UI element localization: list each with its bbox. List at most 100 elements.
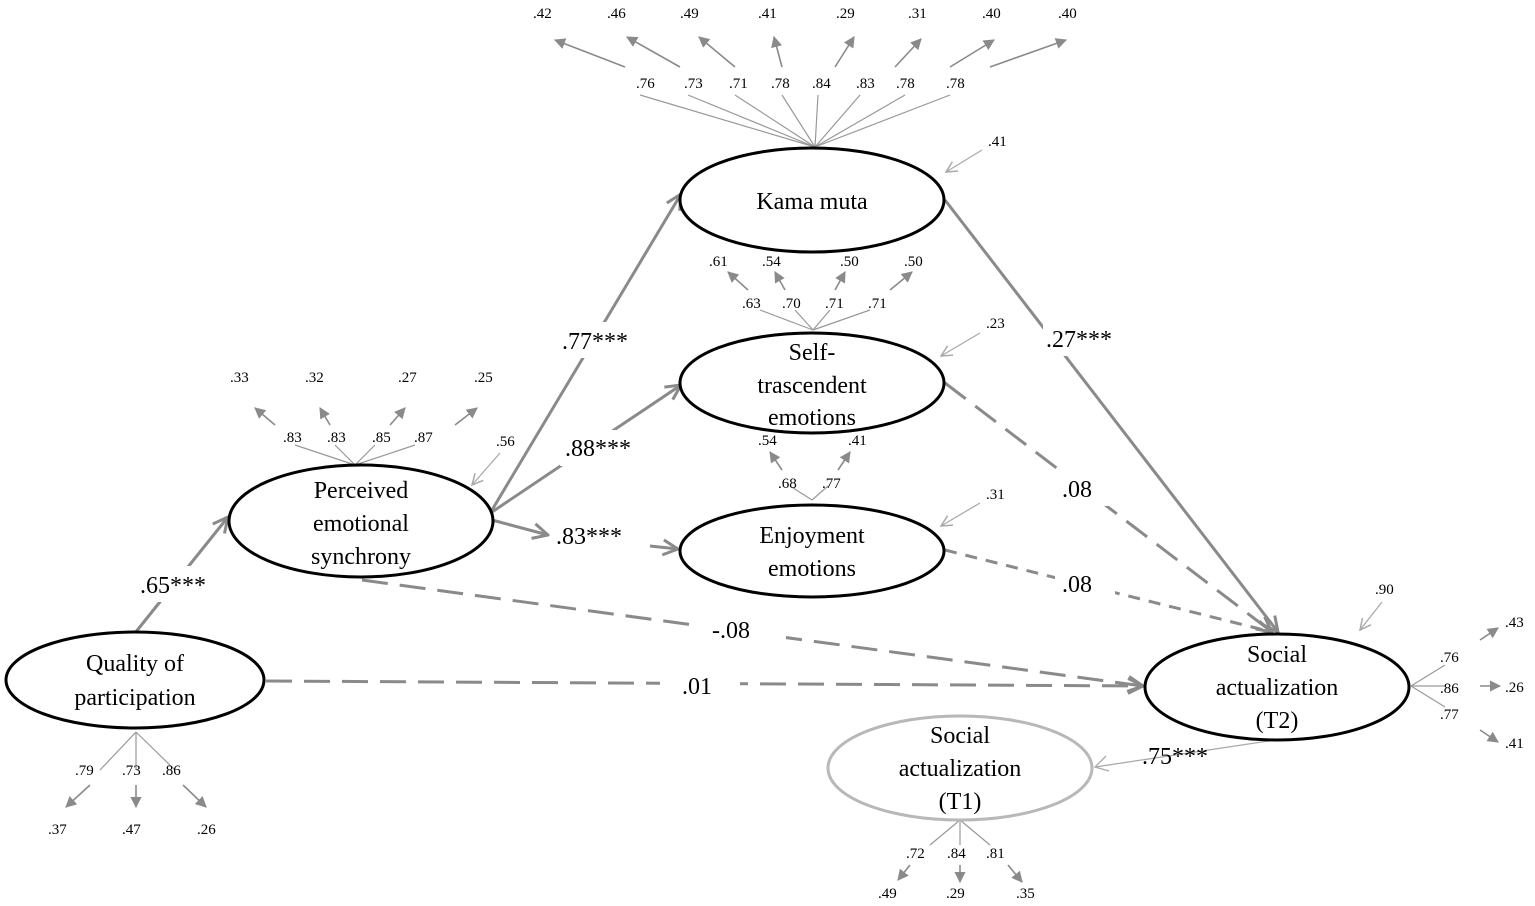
kama-indicator-line-5 — [814, 94, 819, 148]
quality-error-arrow-1 — [65, 784, 91, 808]
node-enjoy-label-1: Enjoyment — [759, 523, 865, 549]
perceived-loading-3: .85 — [372, 430, 391, 446]
residual-arrow-self — [941, 332, 981, 356]
quality-loading-3: .86 — [162, 763, 181, 779]
enjoy-loading-1: .68 — [778, 476, 797, 492]
enjoy-indicator-line-1 — [789, 485, 813, 501]
coef-sat1-sat2: .75*** — [1142, 744, 1208, 770]
self-error-arrow-4 — [889, 271, 913, 291]
sat2-error-arrow-1 — [1479, 627, 1499, 641]
kama-indicator-line-1 — [639, 94, 816, 148]
kama-loading-5: .84 — [812, 76, 831, 92]
label-bg-perceived-sat2 — [690, 612, 786, 646]
node-self-label-2: trascendent — [757, 373, 867, 399]
kama-error-7: .40 — [982, 6, 1001, 22]
path-perceived-to-enjoy — [491, 518, 548, 535]
kama-loading-2: .73 — [684, 76, 703, 92]
quality-error-arrow-3 — [182, 784, 207, 808]
kama-indicator-line-2 — [687, 94, 816, 148]
sat2-error-arrow-3 — [1479, 729, 1499, 743]
node-quality-participation: Quality of participation — [4, 630, 266, 730]
label-bg-quality-sat2 — [660, 668, 740, 702]
enjoy-loading-2: .77 — [822, 476, 841, 492]
residual-perceived: .56 — [496, 434, 515, 450]
node-sat1-label-1: Social — [930, 723, 990, 749]
sat2-error-2: .26 — [1505, 680, 1524, 696]
kama-loading-7: .78 — [896, 76, 915, 92]
node-social-actualization-t1: Social actualization (T1) — [826, 714, 1094, 822]
kama-error-arrow-2 — [626, 36, 681, 68]
sat1-indicator-line-1 — [929, 819, 961, 846]
node-perceived-synchrony: Perceived emotional synchrony — [227, 463, 495, 579]
node-enjoyment: Enjoyment emotions — [678, 503, 946, 599]
self-loading-4: .71 — [868, 296, 887, 312]
enjoy-error-arrow-2 — [837, 451, 851, 471]
self-error-1: .61 — [709, 254, 728, 270]
kama-error-arrow-8 — [989, 38, 1068, 68]
kama-error-arrow-1 — [553, 38, 626, 68]
node-kama-muta: Kama muta — [678, 146, 946, 254]
kama-error-arrow-6 — [894, 38, 922, 68]
label-bg-perceived-kama — [560, 322, 646, 358]
perceived-loading-2: .83 — [327, 430, 346, 446]
path-kama-to-sat2 — [943, 199, 1278, 632]
residual-arrow-perceived — [472, 452, 501, 485]
perceived-indicator-line-1 — [294, 444, 356, 466]
path-self-to-sat2 — [944, 381, 1272, 632]
node-enjoy-label-2: emotions — [768, 556, 856, 582]
quality-error-1: .37 — [48, 822, 67, 838]
sat1-error-3: .35 — [1016, 886, 1035, 902]
sat1-error-arrow-1 — [897, 864, 911, 881]
coef-enjoy-sat2: .08 — [1062, 572, 1092, 598]
perceived-error-3: .27 — [398, 370, 417, 386]
path-perceived-to-enjoy-tail — [649, 546, 678, 549]
enjoy-error-arrow-1 — [769, 451, 783, 471]
perceived-error-arrow-1 — [254, 407, 276, 426]
coef-perceived-enjoy: .83*** — [556, 524, 622, 550]
node-perceived-label-1: Perceived — [314, 478, 409, 504]
label-bg-enjoy-sat2 — [1055, 565, 1115, 601]
enjoy-error-1: .54 — [758, 433, 777, 449]
residual-kama: .41 — [988, 134, 1007, 150]
perceived-indicator-line-3 — [354, 444, 376, 466]
perceived-error-2: .32 — [305, 370, 324, 386]
kama-error-4: .41 — [758, 6, 777, 22]
self-loading-2: .70 — [782, 296, 801, 312]
sat1-loading-1: .72 — [906, 846, 925, 862]
enjoy-indicator-line-2 — [811, 485, 829, 501]
sat1-error-1: .49 — [878, 886, 897, 902]
label-bg-self-sat2 — [1055, 470, 1115, 506]
node-self-trascendent: Self- trascendent emotions — [678, 331, 946, 435]
self-error-3: .50 — [840, 254, 859, 270]
kama-loading-8: .78 — [946, 76, 965, 92]
kama-indicator-line-6 — [814, 94, 861, 148]
coef-perceived-sat2: -.08 — [712, 618, 750, 644]
quality-loading-1: .79 — [75, 763, 94, 779]
coef-kama-sat2: .27*** — [1046, 327, 1112, 353]
perceived-indicator-line-4 — [354, 444, 416, 466]
node-sat2-label-2: actualization — [1216, 675, 1339, 701]
self-error-4: .50 — [904, 254, 923, 270]
perceived-indicator-line-2 — [334, 444, 356, 466]
kama-loading-4: .78 — [771, 76, 790, 92]
perceived-error-1: .33 — [230, 370, 249, 386]
kama-indicator-line-7 — [814, 94, 906, 148]
coef-quality-perceived: .65*** — [140, 573, 206, 599]
label-bg-quality-perceived — [140, 566, 250, 602]
kama-loading-3: .71 — [729, 76, 748, 92]
node-sat2-label-3: (T2) — [1256, 708, 1299, 734]
self-error-arrow-3 — [834, 271, 846, 291]
quality-loading-2: .73 — [122, 763, 141, 779]
quality-indicator-line-1 — [99, 731, 137, 771]
self-indicator-line-4 — [812, 309, 871, 331]
perceived-loading-4: .87 — [414, 430, 433, 446]
perceived-error-4: .25 — [474, 370, 493, 386]
kama-loading-1: .76 — [636, 76, 655, 92]
sat2-error-1: .43 — [1505, 615, 1524, 631]
node-self-label-3: emotions — [768, 405, 856, 431]
self-indicator-line-3 — [812, 309, 831, 331]
residual-enjoy: .31 — [986, 487, 1005, 503]
enjoy-error-2: .41 — [848, 433, 867, 449]
coef-self-sat2: .08 — [1062, 477, 1092, 503]
